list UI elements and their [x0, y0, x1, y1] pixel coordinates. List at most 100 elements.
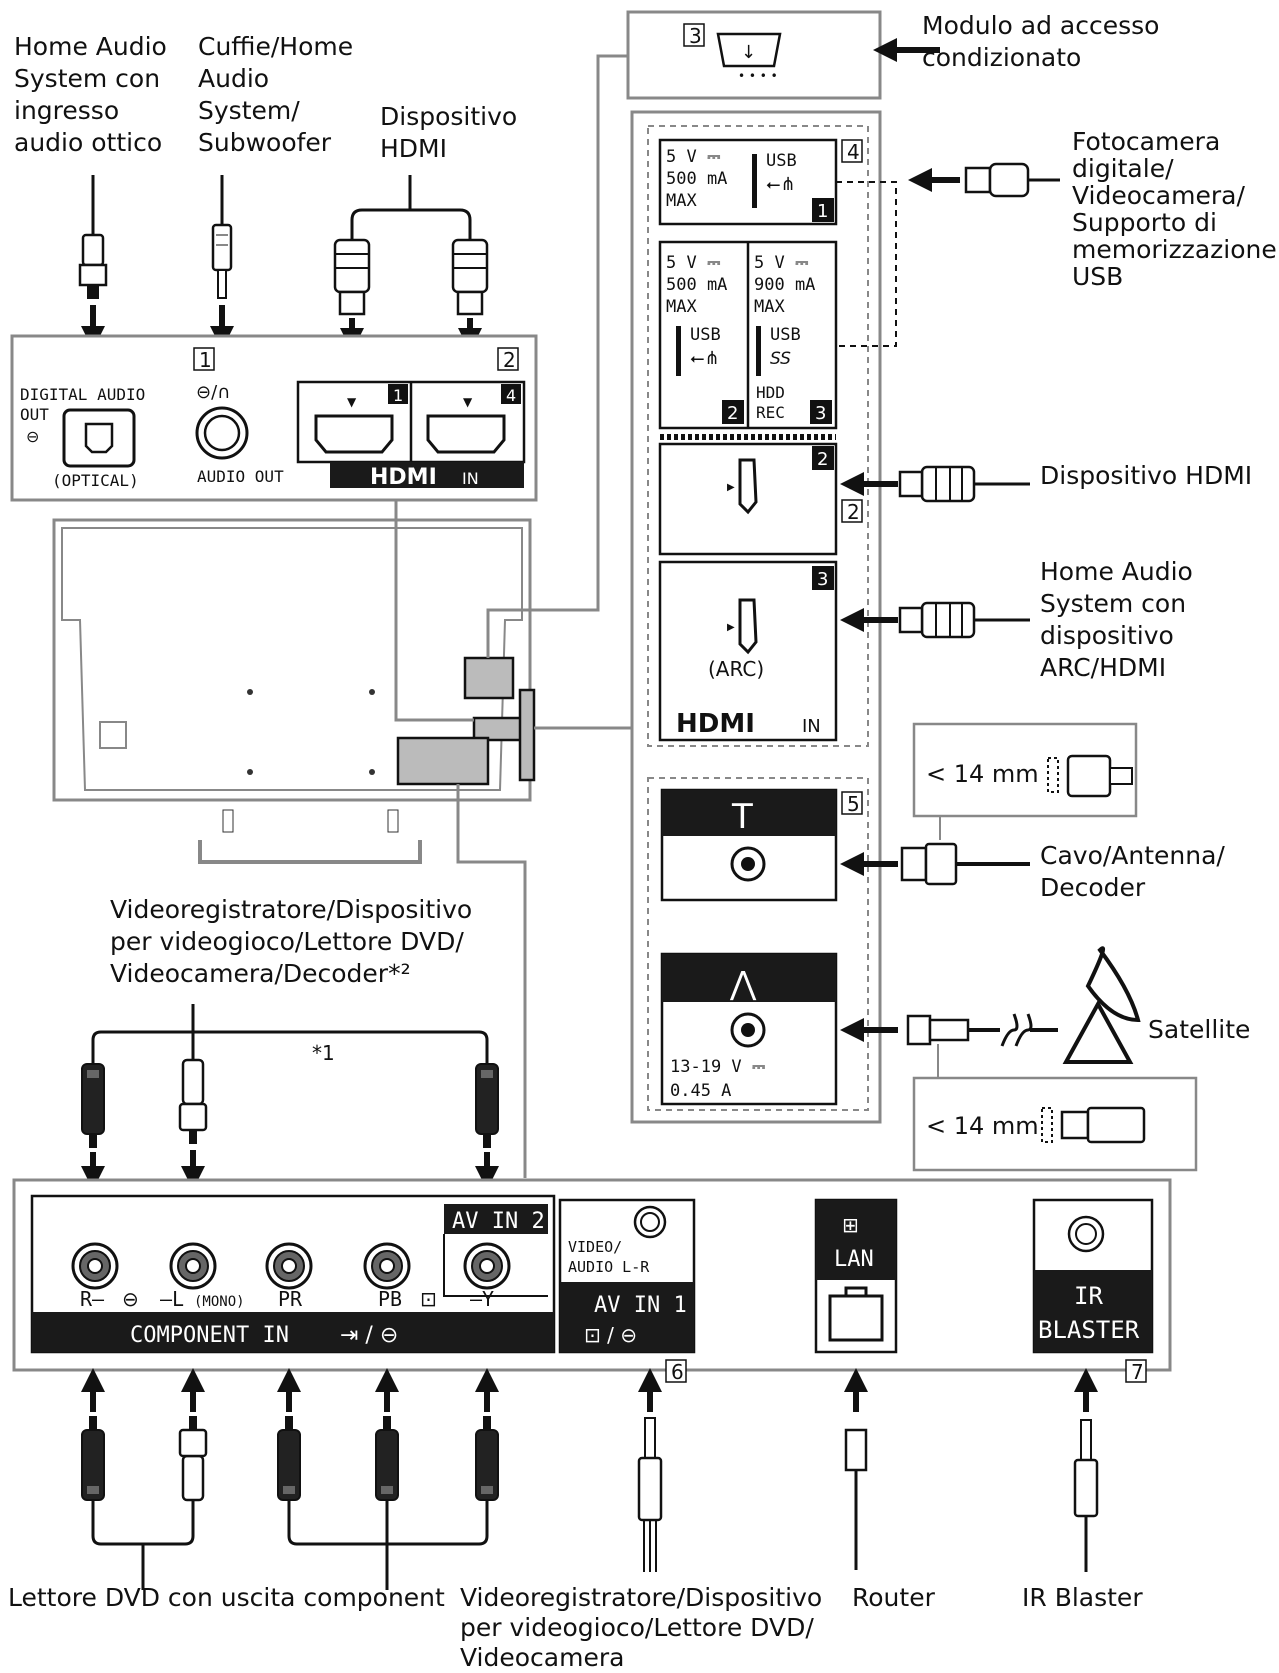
label-cam-module: Modulo ad accesso condizionato [922, 11, 1167, 72]
digital-audio-out-label: DIGITAL AUDIO OUT [20, 385, 155, 424]
label-cable-antenna: Cavo/Antenna/ Decoder [1040, 841, 1233, 902]
badge-1: 1 [199, 348, 212, 372]
hdmi-logo-top: HDMI [370, 465, 437, 490]
jack-pr[interactable] [265, 1242, 313, 1290]
panel-bottom: AV IN 2 R– ⊖ –L (MONO) PR PB ⊡ –Y COMPON… [12, 1178, 1172, 1384]
svg-text:▶: ▶ [727, 622, 735, 633]
panel-right: 4 2 5 5 V ⎓ 500 mA MAX USB ⭠⋔ 1 5 V ⎓ 50… [630, 110, 882, 1124]
hdmi-port-4-num: 4 [506, 386, 516, 405]
label-vcr-top: Videoregistratore/Dispositivo per videog… [110, 895, 480, 988]
av-in-1-label: AV IN 1 [594, 1293, 687, 1318]
jack-pb[interactable] [363, 1242, 411, 1290]
ir-label-2: BLASTER [1038, 1316, 1140, 1344]
hdmi-port-2[interactable] [738, 458, 758, 515]
usb3-rating: 5 V ⎓ 900 mA MAX [754, 253, 826, 317]
usb2-num: 2 [727, 403, 738, 424]
sat-rating: 13-19 V ⎓ 0.45 A [670, 1057, 776, 1101]
optical-arrow-icon: ⊖ [26, 427, 39, 446]
optical-plug [78, 175, 108, 350]
usb3-label: USB [770, 325, 801, 345]
label-vcr-bottom: Videoregistratore/Dispositivo per videog… [460, 1583, 830, 1672]
usb3-num: 3 [815, 403, 826, 424]
label-dvd-component: Lettore DVD con uscita component [8, 1583, 445, 1612]
label-router: Router [852, 1583, 936, 1612]
label-hdmi-device-right: Dispositivo HDMI [1040, 461, 1252, 490]
label-headphones: Cuffie/Home Audio System/ Subwoofer [198, 32, 361, 157]
antenna-cable [840, 842, 1030, 886]
ir-cable [1073, 1368, 1099, 1572]
badge-2: 2 [503, 348, 516, 372]
jack-pb-label: PB [378, 1287, 402, 1311]
usb2-rating: 5 V ⎓ 500 mA MAX [666, 253, 738, 317]
component-cables [81, 1368, 499, 1590]
max-size-satellite: < 14 mm [926, 1112, 1039, 1140]
cam-slot: 3 ↓ • • • • [626, 10, 940, 100]
usb2-icon: ⭠⋔ [690, 348, 719, 369]
jack-l[interactable] [169, 1242, 217, 1290]
usb1-label: USB [766, 151, 797, 171]
av-in-1-desc: VIDEO/ AUDIO L-R [568, 1238, 650, 1276]
lan-port[interactable] [828, 1286, 884, 1342]
usb1-rating: 5 V ⎓ 500 mA MAX [666, 147, 738, 211]
hdmi-in-right: IN [802, 716, 821, 737]
footnote-1: *1 [312, 1041, 335, 1065]
label-arc-device: Home Audio System con dispositivo ARC/HD… [1040, 557, 1201, 682]
badge-3: 3 [689, 24, 702, 48]
jack-l-label: –L [160, 1287, 184, 1311]
av-in-1-jack[interactable] [633, 1205, 667, 1239]
hdmi-port-3[interactable] [738, 598, 758, 655]
satellite-dish-icon [1062, 946, 1141, 1064]
usb2-label: USB [690, 325, 721, 345]
jack-pr-label: PR [278, 1287, 303, 1311]
ir-blaster-jack[interactable] [1067, 1215, 1105, 1253]
hdmi-port-4[interactable] [426, 414, 506, 454]
satellite-icon: ⋀ [729, 964, 757, 1002]
av2-cables [81, 1004, 499, 1190]
av-in-2-label: AV IN 2 [452, 1209, 545, 1234]
svg-text:▼: ▼ [463, 395, 473, 409]
label-usb-device: Fotocamera digitale/ Videocamera/ Suppor… [1072, 127, 1279, 291]
cam-arrow-icon: ↓ [741, 42, 756, 63]
size-box-satellite: < 14 mm [912, 1076, 1198, 1172]
antenna-connector[interactable] [730, 846, 766, 882]
audio-out-jack[interactable] [195, 406, 249, 460]
av1-cable [637, 1368, 663, 1572]
component-in-label: COMPONENT IN [130, 1323, 289, 1348]
usb1-num: 1 [817, 201, 828, 222]
lan-cable [844, 1368, 868, 1570]
max-size-antenna: < 14 mm [926, 760, 1039, 788]
audio-out-label: AUDIO OUT [197, 467, 284, 486]
satellite-cable [840, 1013, 1058, 1080]
hdmi-in-top: IN [462, 469, 479, 488]
optical-label: (OPTICAL) [52, 471, 139, 490]
badge-4: 4 [847, 140, 860, 164]
size-box-antenna: < 14 mm [912, 722, 1138, 840]
antenna-icon: T [731, 797, 753, 837]
hdmi-port-1[interactable] [314, 414, 394, 454]
hdmi-port-1-num: 1 [393, 386, 403, 405]
label-satellite: Satellite [1148, 1015, 1250, 1044]
jack-mono-label: (MONO) [194, 1294, 245, 1310]
jack-r-label: R– [80, 1287, 105, 1311]
ir-label-1: IR [1074, 1282, 1103, 1310]
arc-cable [840, 601, 1030, 639]
label-ir-blaster: IR Blaster [1022, 1583, 1143, 1612]
av-in-1-icon: ⊡ / ⊖ [584, 1323, 637, 1347]
badge-7: 7 [1131, 1360, 1144, 1384]
label-home-audio-optical: Home Audio System con ingresso audio ott… [14, 32, 175, 157]
usb-cable [836, 162, 1060, 347]
component-input-icon: ⇥ / ⊖ [340, 1323, 398, 1348]
jack-r[interactable] [71, 1242, 119, 1290]
hdmi-cable-right [840, 465, 1030, 503]
badge-6: 6 [671, 1360, 684, 1384]
tv-back [52, 518, 536, 864]
badge-5: 5 [847, 792, 860, 816]
svg-text:▼: ▼ [347, 395, 357, 409]
headphone-plug [210, 175, 234, 350]
headphone-symbol-icon: ⊖/∩ [196, 382, 230, 403]
panel-top: 1 2 DIGITAL AUDIO OUT ⊖ (OPTICAL) ⊖/∩ AU… [10, 334, 538, 502]
lan-network-icon: ⊞ [842, 1213, 859, 1237]
jack-y[interactable] [463, 1242, 511, 1290]
satellite-connector[interactable] [730, 1012, 766, 1048]
